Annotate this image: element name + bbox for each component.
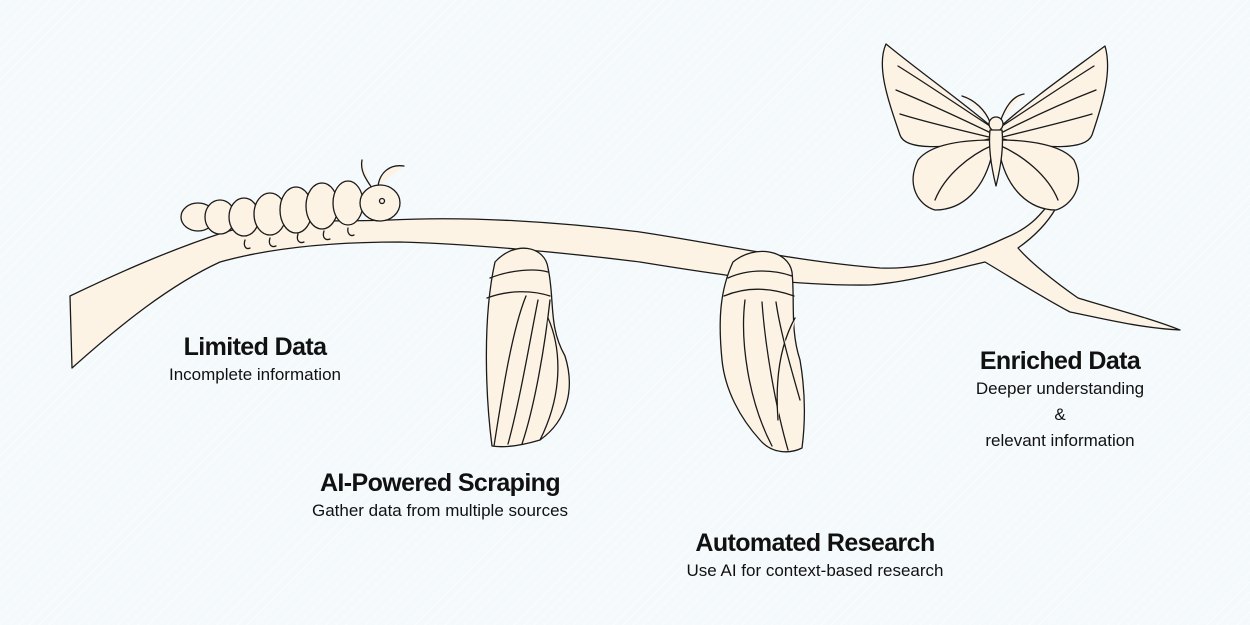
butterfly [881,43,1109,211]
stage-title: Automated Research [695,529,935,557]
stage-description: Incomplete information [169,365,341,384]
cocoon-right [719,250,806,453]
cocoon-left [485,247,570,448]
stage-description-line-3: relevant information [985,431,1135,450]
caterpillar [180,159,405,250]
stage-description: Use AI for context-based research [686,561,944,580]
stage-description: Gather data from multiple sources [311,501,569,520]
stage-description-line-2: & [1054,405,1066,424]
stage-enriched-data: Enriched Data Deeper understanding & rel… [920,346,1200,454]
stage-ai-powered-scraping: AI-Powered Scraping Gather data from mul… [255,468,625,523]
stage-limited-data: Limited Data Incomplete information [110,332,400,387]
stage-description-line-1: Deeper understanding [975,379,1145,398]
stage-title: AI-Powered Scraping [319,469,561,497]
branch [69,204,1181,369]
stage-title: Limited Data [183,333,327,361]
stage-automated-research: Automated Research Use AI for context-ba… [630,528,1000,583]
stage-title: Enriched Data [979,347,1141,375]
